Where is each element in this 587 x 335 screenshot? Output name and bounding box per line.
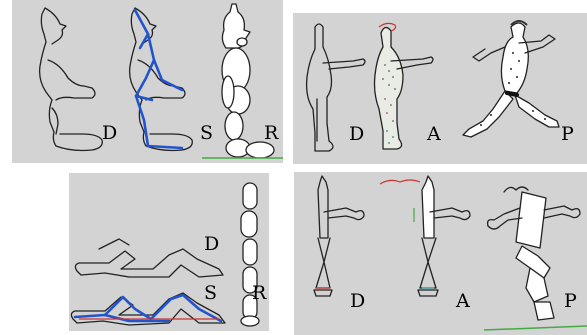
drawing-lying-render [241, 183, 259, 326]
label-r: R [252, 284, 266, 303]
drawing-standing-annotated [375, 23, 434, 149]
drawing-running-figure [463, 21, 559, 137]
robot-figure-drawings [294, 172, 587, 335]
label-s: S [204, 284, 217, 303]
label-d: D [102, 124, 117, 143]
label-d: D [350, 292, 365, 311]
panel-robot-figure: D A P [294, 172, 587, 335]
label-a: A [456, 292, 470, 311]
label-s: S [200, 124, 213, 143]
lying-figure-drawings [69, 173, 269, 331]
sitting-figure-drawings [12, 0, 283, 163]
drawing-robot-annotated [380, 176, 470, 296]
label-a: A [427, 125, 441, 144]
drawing-lying-outline [75, 239, 223, 277]
panel-sitting-figure: D S R [12, 0, 283, 163]
label-p: P [561, 125, 574, 144]
label-r: R [264, 124, 278, 143]
label-d: D [349, 125, 364, 144]
drawing-sitting-skeleton [130, 8, 193, 151]
label-p: P [564, 292, 577, 311]
drawing-sitting-outline [40, 8, 103, 151]
panel-standing-figure: D A P [293, 13, 587, 164]
label-d: D [204, 235, 219, 254]
drawing-lying-skeleton [71, 293, 225, 325]
drawing-robot-outline [314, 176, 364, 296]
panel-lying-figure: D S R [69, 173, 269, 331]
